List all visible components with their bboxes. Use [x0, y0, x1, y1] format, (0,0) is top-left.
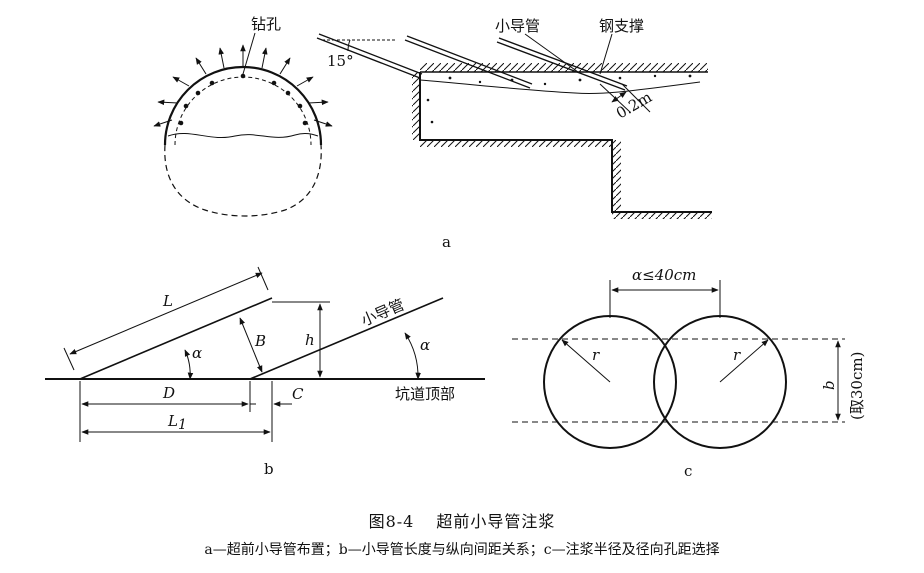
drill-hole-leader	[242, 32, 256, 75]
angle-15-marker	[322, 39, 395, 52]
dimension-lines-c	[512, 280, 845, 423]
tunnel-longitudinal-section	[412, 63, 712, 219]
C-label: C	[292, 385, 304, 403]
figure-title-text: 超前小导管注浆	[436, 512, 556, 531]
pipe-1	[79, 297, 273, 380]
tunnel-cross-section	[163, 65, 323, 217]
figure-number: 图8-4	[368, 512, 415, 531]
dimension-lines-b	[63, 266, 421, 442]
b-note-label: (取30cm)	[848, 352, 866, 420]
b-label: b	[820, 380, 838, 390]
r-label-2: r	[733, 346, 741, 364]
panel-c-sublabel: c	[684, 462, 692, 480]
grout-arrows	[153, 44, 333, 127]
panel-b: L B h α α D C L1 小导管 坑道顶部 b	[45, 266, 485, 478]
L-label: L	[162, 292, 173, 310]
r-label-1: r	[592, 346, 600, 364]
drill-holes	[178, 73, 308, 126]
small-pipe-label-a: 小导管	[495, 17, 540, 35]
steel-support-label: 钢支撑	[599, 17, 644, 35]
figure-caption: a—超前小导管布置；b—小导管长度与纵向间距关系；c—注浆半径及径向孔距选择	[204, 542, 720, 558]
steel-support-leader	[599, 33, 613, 75]
panel-c: α≤40cm r r b (取30cm) c	[512, 266, 866, 480]
drill-hole-label: 钻孔	[251, 15, 281, 33]
small-pipe-leader	[524, 33, 579, 73]
spacing-dimension	[599, 83, 651, 113]
panel-a: 钻孔 15°	[153, 15, 712, 251]
h-label: h	[305, 331, 315, 349]
angle-label: 15°	[327, 52, 354, 70]
tunnel-top-label: 坑道顶部	[395, 385, 455, 403]
D-label: D	[162, 384, 175, 402]
small-pipes	[316, 33, 628, 91]
panel-b-sublabel: b	[264, 460, 274, 478]
pipe-2	[249, 297, 444, 380]
alpha-label-2: α	[420, 336, 430, 354]
small-pipe-label-b: 小导管	[359, 296, 407, 330]
figure-title: 图8-4 超前小导管注浆	[0, 508, 924, 532]
alpha-label-1: α	[192, 344, 202, 362]
spacing-limit-label: α≤40cm	[632, 266, 696, 284]
L1-label: L1	[167, 412, 187, 433]
B-label: B	[254, 332, 266, 350]
spacing-label: 0.2m	[613, 88, 655, 123]
panel-a-sublabel: a	[442, 233, 451, 251]
